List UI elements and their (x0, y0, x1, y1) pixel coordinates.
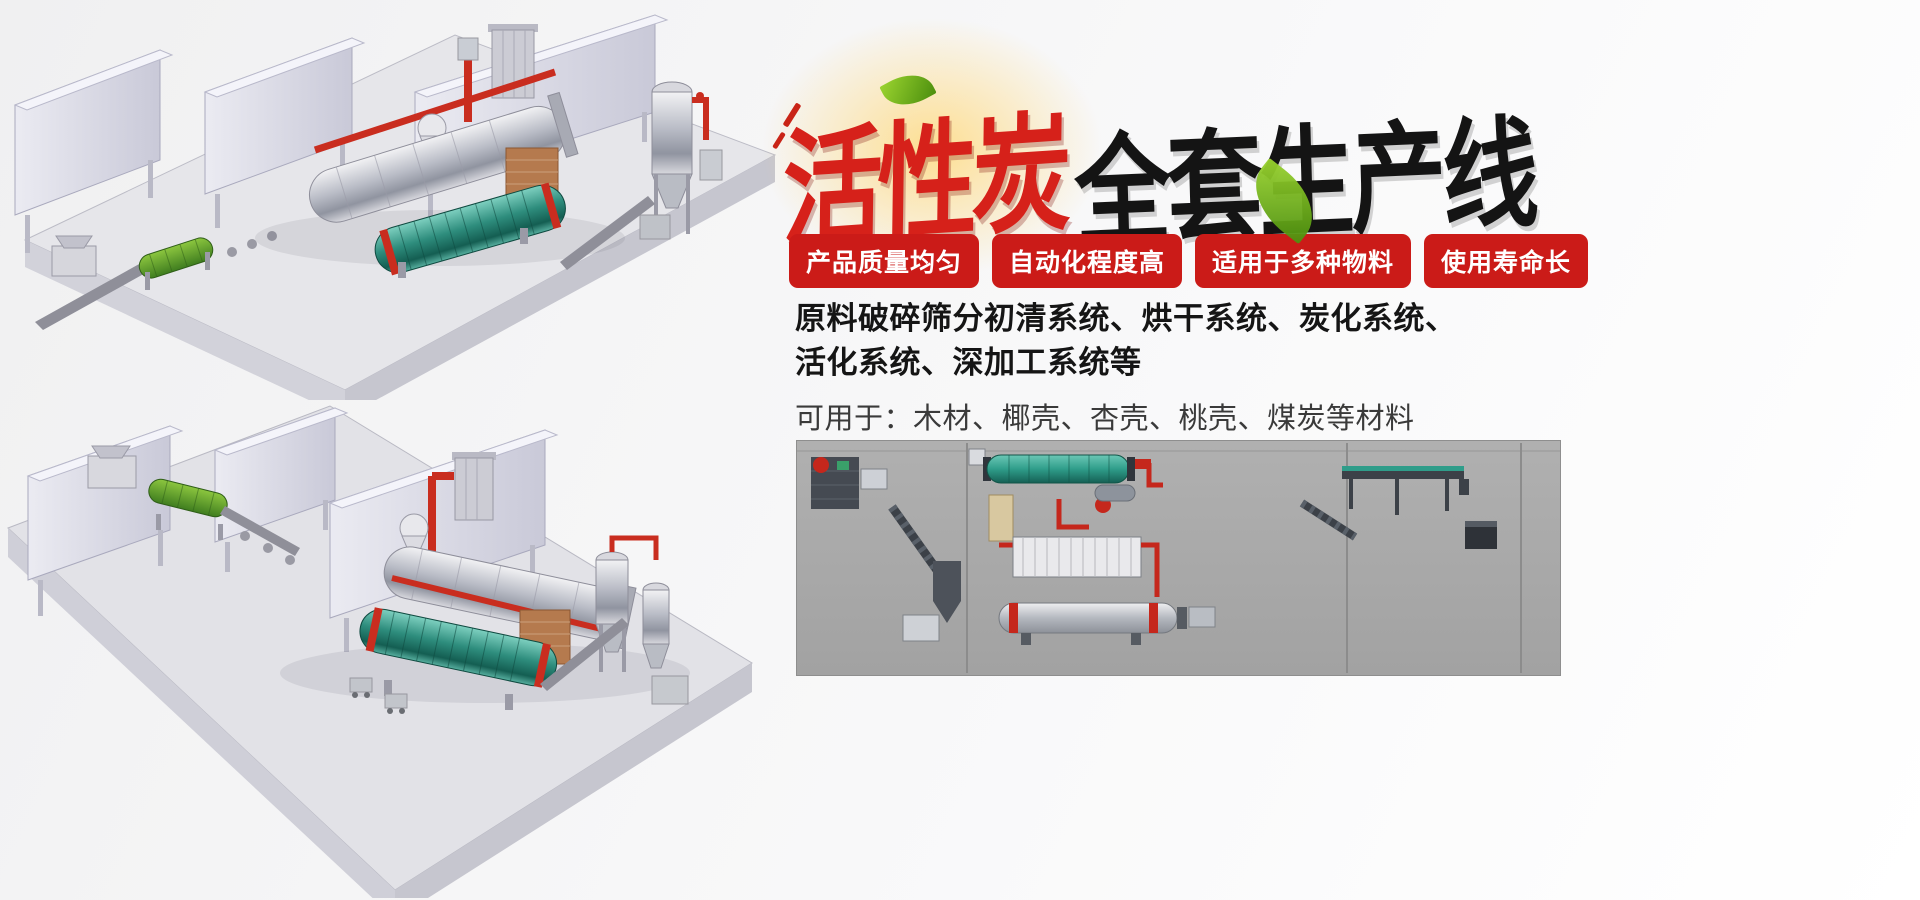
dryer-drum-top (968, 448, 1163, 488)
rotary-dryer (309, 91, 579, 223)
activation-drum (374, 182, 566, 276)
elevated-conveyor (1299, 466, 1497, 549)
system-description-line2: 活化系统、深加工系统等 (795, 345, 1142, 380)
activation-drum (359, 607, 558, 688)
feeder-crusher-unit (87, 445, 300, 565)
layout-diagram (797, 443, 1560, 673)
description-block: 原料破碎筛分初清系统、烘干系统、炭化系统、 活化系统、深加工系统等 可用于：木材… (795, 297, 1457, 437)
red-piping (428, 472, 454, 558)
carbonization-furnace (639, 81, 723, 240)
feature-badge-automation: 自动化程度高 (992, 234, 1183, 288)
transfer-carts (349, 677, 408, 714)
carbonization-drum (998, 602, 1216, 645)
materials-line: 可用于：木材、椰壳、杏壳、桃壳、煤炭等材料 (795, 403, 1415, 435)
production-line-render-top (13, 14, 777, 400)
red-piping (313, 37, 557, 154)
feature-badges: 产品质量均匀 自动化程度高 适用于多种物料 使用寿命长 (789, 234, 1589, 288)
feature-badge-lifespan: 使用寿命长 (1424, 234, 1589, 288)
system-description-line1: 原料破碎筛分初清系统、烘干系统、炭化系统、 (795, 301, 1457, 336)
heat-exchanger (999, 536, 1160, 597)
feeder-crusher-unit (35, 231, 277, 330)
feature-badge-quality: 产品质量均匀 (789, 234, 980, 288)
control-unit (811, 457, 888, 509)
filter-tower (452, 452, 496, 521)
feature-badge-materials: 适用于多种物料 (1195, 234, 1412, 288)
layout-diagram-panel (796, 440, 1561, 676)
production-line-render-bottom (7, 405, 753, 898)
